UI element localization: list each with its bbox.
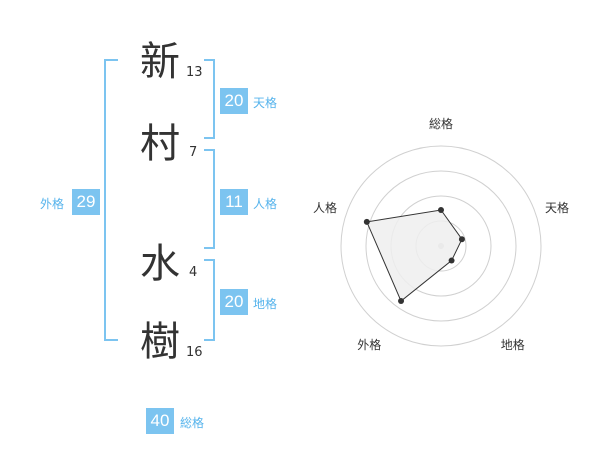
- radar-polygon: [366, 209, 463, 302]
- gaikaku-label: 外格: [40, 197, 65, 211]
- jinkaku-bracket: [204, 149, 215, 249]
- radar-axis-label: 人格: [312, 201, 337, 216]
- name-char-3-strokes: 4: [189, 265, 198, 280]
- tenkaku-value: 20: [220, 88, 248, 114]
- jinkaku-value: 11: [220, 189, 248, 215]
- name-char-4: 樹: [140, 319, 180, 365]
- chikaku-bracket: [204, 259, 215, 341]
- jinkaku-label: 人格: [253, 197, 278, 211]
- name-char-1-strokes: 13: [186, 65, 203, 80]
- radar-axis-label: 外格: [357, 337, 382, 352]
- name-char-4-strokes: 16: [186, 345, 203, 360]
- gaikaku-bracket: [104, 59, 118, 341]
- radar-point: [398, 298, 405, 305]
- soukaku-label: 総格: [180, 416, 205, 430]
- name-char-1: 新: [140, 39, 180, 85]
- radar-point: [363, 218, 370, 225]
- name-char-3: 水: [140, 241, 180, 287]
- name-char-2: 村: [140, 121, 180, 167]
- radar-ring: [340, 145, 542, 347]
- radar-axis-label: 地格: [500, 337, 525, 352]
- radar-point: [448, 257, 455, 264]
- radar-point: [458, 236, 465, 243]
- radar-ring: [365, 170, 517, 322]
- name-char-2-strokes: 7: [189, 145, 198, 160]
- soukaku-value: 40: [146, 408, 174, 434]
- tenkaku-bracket: [204, 59, 215, 139]
- radar-axis-label: 総格: [429, 117, 454, 131]
- gaikaku-value: 29: [72, 189, 100, 215]
- chikaku-value: 20: [220, 289, 248, 315]
- chikaku-label: 地格: [253, 297, 278, 311]
- tenkaku-label: 天格: [253, 96, 278, 110]
- radar-point: [438, 207, 444, 213]
- radar-axis-label: 天格: [545, 201, 570, 216]
